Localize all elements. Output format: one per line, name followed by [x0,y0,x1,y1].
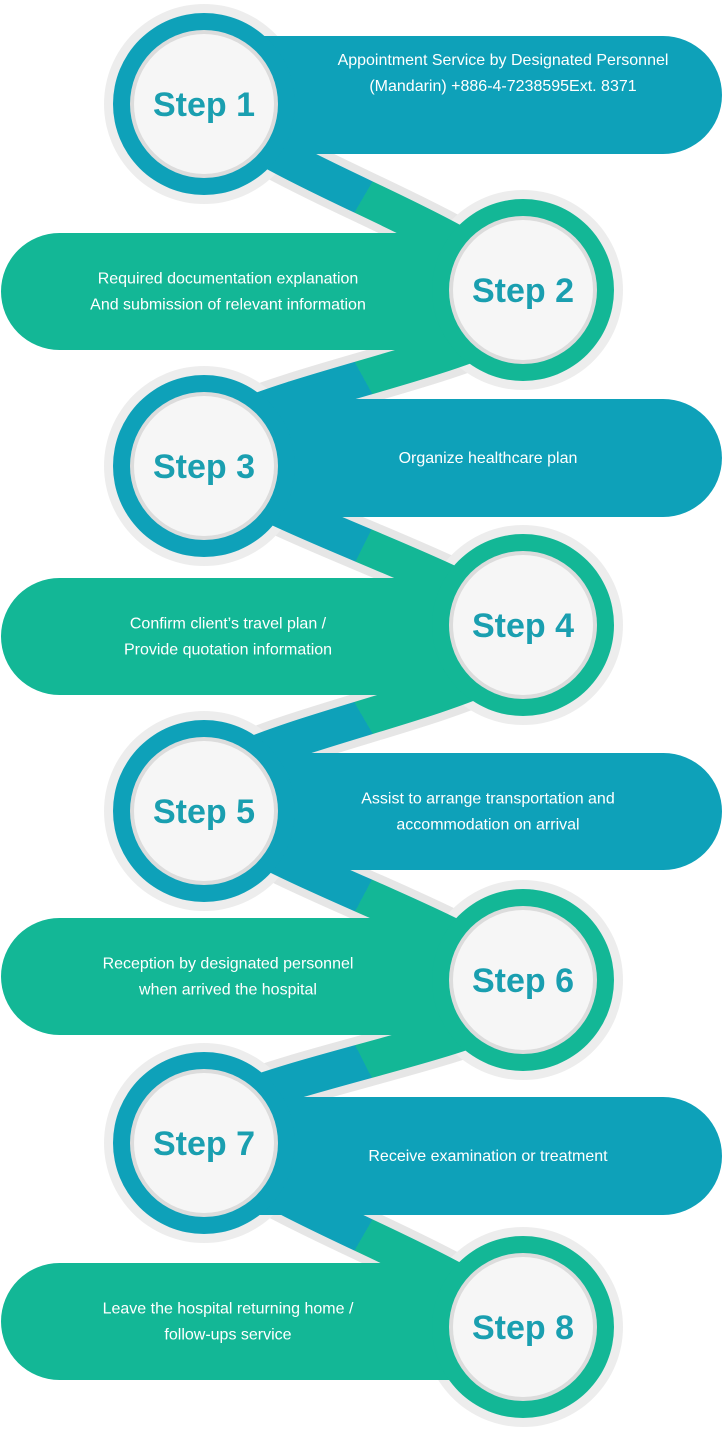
step-8-description-line: follow-ups service [164,1327,291,1344]
step-2-description-line: Required documentation explanation [98,271,359,288]
step-1-description-line: (Mandarin) +886-4-7238595Ext. 8371 [369,78,636,95]
step-3-disc [134,396,274,536]
step-6-label: Step 6 [472,962,574,1000]
step-4-description-line: Provide quotation information [124,642,332,659]
step-1-disc [134,34,274,174]
step-4-description-box [0,578,453,695]
step-6-description-line: Reception by designated personnel [103,956,354,973]
step-2-label: Step 2 [472,272,574,310]
step-6-description-line: when arrived the hospital [138,982,317,999]
step-3-label: Step 3 [153,448,255,486]
step-5-description-line: accommodation on arrival [396,817,579,834]
step-2-description-line: And submission of relevant information [90,297,366,314]
step-1-description-line: Appointment Service by Designated Person… [338,52,669,69]
step-4-disc [453,555,593,695]
step-4-label: Step 4 [472,607,574,645]
step-5-description-line: Assist to arrange transportation and [361,791,614,808]
step-5-description-box [254,753,722,870]
step-1-label: Step 1 [153,86,255,124]
step-7-description-line: Receive examination or treatment [368,1148,608,1165]
step-8-label: Step 8 [472,1309,574,1347]
step-8-description-line: Leave the hospital returning home / [103,1301,354,1318]
step-8-disc [453,1257,593,1397]
step-2-disc [453,220,593,360]
step-8-description-box [0,1263,453,1380]
step-7-description-box [254,1097,722,1215]
step-7-disc [134,1073,274,1213]
step-1-description-box [254,36,722,154]
step-3-description-box [254,399,722,517]
step-6-description-box [0,918,453,1035]
step-5-disc [134,741,274,881]
step-6-disc [453,910,593,1050]
step-4-description-line: Confirm client’s travel plan / [130,616,327,633]
step-2-description-box [0,233,453,351]
step-3-description-line: Organize healthcare plan [399,450,578,467]
step-5-label: Step 5 [153,793,255,831]
step-7-label: Step 7 [153,1125,255,1163]
